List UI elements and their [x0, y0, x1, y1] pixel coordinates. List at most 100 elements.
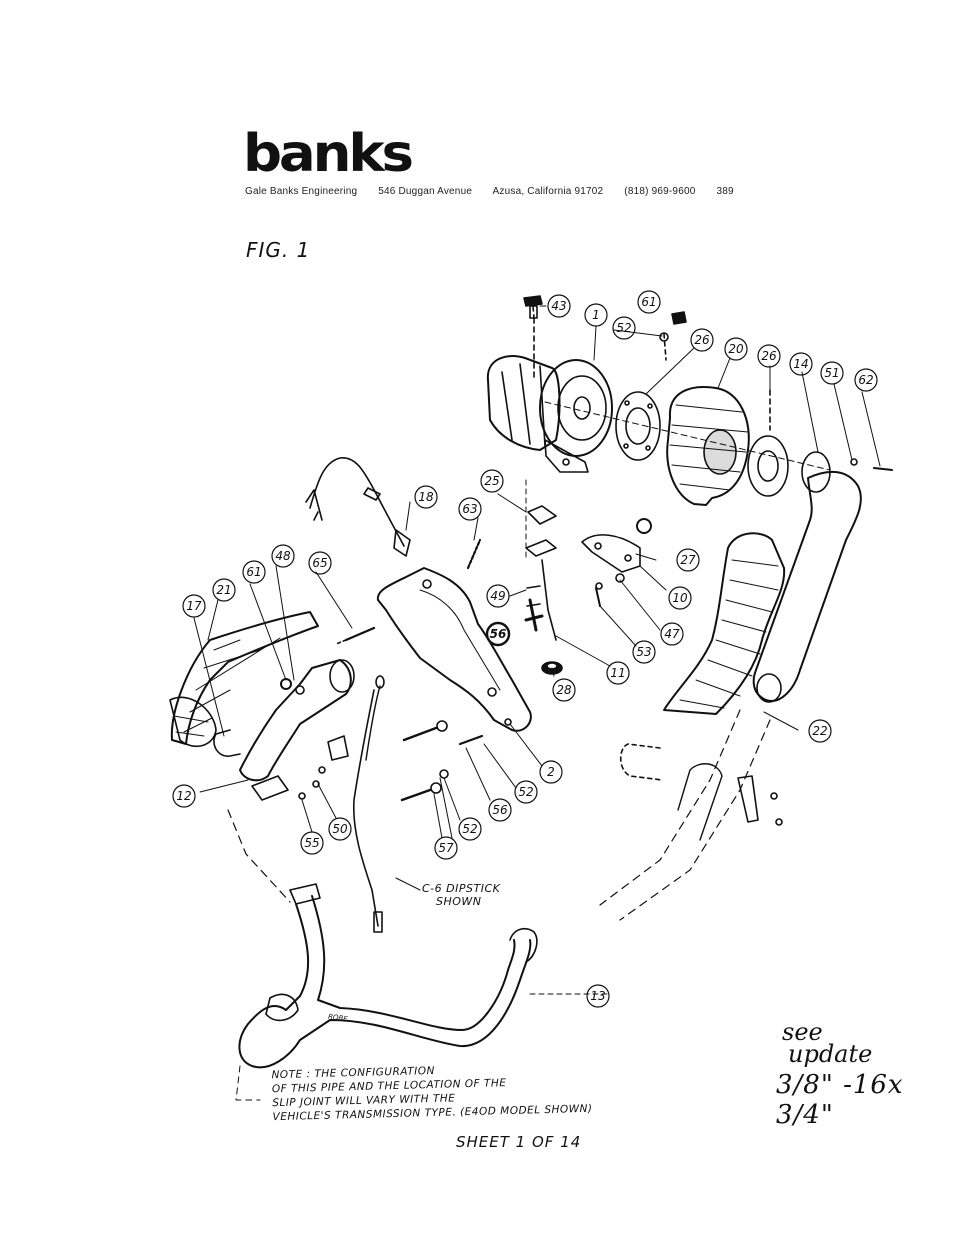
- callout-18-label: 18: [418, 490, 434, 504]
- company-address-line: Gale Banks Engineering 546 Duggan Avenue…: [245, 186, 752, 197]
- company-street: 546 Duggan Avenue: [378, 186, 473, 197]
- exhaust-manifold-2: [376, 567, 532, 732]
- callout-51-label: 51: [824, 366, 839, 380]
- turbocharger: [486, 355, 613, 473]
- dipstick-c6: [352, 675, 421, 933]
- callout-62-label: 62: [858, 373, 873, 387]
- callouts: 43 1 61 52 26 20 26 14 51 62 18 25 63 27…: [172, 290, 878, 1008]
- callout-2-label: 2: [547, 765, 555, 779]
- callout-56a-label: 56: [490, 627, 507, 641]
- company-city: Azusa, California 91702: [492, 186, 604, 197]
- gasket-26-outlet: [747, 389, 789, 497]
- callout-55: 55: [300, 831, 324, 855]
- pipe-12: [239, 659, 355, 801]
- sensor-harness-18: [305, 457, 411, 557]
- callout-22-label: 22: [812, 724, 827, 738]
- callout-61b-label: 61: [246, 565, 261, 579]
- callout-65: 65: [308, 551, 332, 575]
- callout-43: 43: [547, 294, 571, 318]
- callout-50: 50: [328, 817, 352, 841]
- slip-joint-pipe: [677, 763, 723, 841]
- bracket-10: [581, 534, 641, 573]
- fitting-61-top: [659, 311, 687, 361]
- callout-26a-label: 26: [694, 333, 710, 347]
- callout-22: 22: [808, 719, 832, 743]
- callout-63: 63: [458, 497, 482, 521]
- company-phone: (818) 969-9600: [624, 186, 696, 197]
- bolt-row-50-55: [298, 735, 349, 800]
- callout-52b-label: 52: [518, 785, 533, 799]
- nut-right-lower: [775, 818, 783, 826]
- callout-21: 21: [212, 578, 236, 602]
- callout-51: 51: [820, 361, 844, 385]
- callout-13: 13: [586, 984, 610, 1008]
- bolt-53: [595, 582, 603, 607]
- callout-61a: 61: [637, 290, 661, 314]
- stud-63: [466, 538, 482, 570]
- callout-10-label: 10: [672, 591, 688, 605]
- callout-52c: 52: [458, 817, 482, 841]
- callout-57: 57: [434, 836, 458, 860]
- heat-wrap-22: [663, 532, 786, 715]
- callout-49: 49: [486, 584, 510, 608]
- callout-48-label: 48: [275, 549, 291, 563]
- callout-50-label: 50: [332, 822, 348, 836]
- o-ring-27: [636, 518, 652, 534]
- callout-47-label: 47: [664, 627, 680, 641]
- callout-27: 27: [676, 548, 700, 572]
- callout-11-label: 11: [610, 666, 625, 680]
- callout-1-label: 1: [592, 308, 600, 322]
- y-pipe-13: [227, 809, 611, 1101]
- callout-12-label: 12: [176, 789, 191, 803]
- callout-2: 2: [539, 760, 563, 784]
- callout-27-label: 27: [680, 553, 696, 567]
- company-code: 389: [716, 186, 734, 197]
- handwritten-update: update: [788, 1040, 873, 1068]
- oil-drain-25-11: [525, 479, 557, 641]
- bolt-43: [523, 295, 543, 381]
- callout-20-label: 20: [728, 342, 744, 356]
- sheet-number: SHEET 1 OF 14: [456, 1133, 582, 1151]
- callout-10: 10: [668, 586, 692, 610]
- dipstick-annotation-line1: C-6 DIPSTICK: [422, 882, 501, 895]
- callout-52b: 52: [514, 780, 538, 804]
- callout-1: 1: [584, 303, 608, 327]
- callout-61b: 61: [242, 560, 266, 584]
- gasket-26-turbo-inlet: [615, 391, 661, 461]
- callout-56b-label: 56: [492, 803, 508, 817]
- hidden-pipe-outline: [599, 709, 771, 921]
- callout-26b: 26: [757, 344, 781, 368]
- callout-52c-label: 52: [462, 822, 477, 836]
- heat-shield-21: [169, 611, 319, 748]
- callout-26a: 26: [690, 328, 714, 352]
- callout-65-label: 65: [312, 556, 327, 570]
- callout-26b-label: 26: [761, 349, 777, 363]
- callout-25: 25: [480, 469, 504, 493]
- nut-right-upper: [770, 792, 778, 800]
- dipstick-annotation-line2: SHOWN: [436, 895, 482, 908]
- callout-53: 53: [632, 640, 656, 664]
- figure-label: FIG. 1: [246, 238, 311, 262]
- callout-56b: 56: [488, 798, 512, 822]
- callout-49-label: 49: [490, 589, 505, 603]
- callout-62: 62: [854, 368, 878, 392]
- handwritten-see: see: [782, 1018, 823, 1046]
- stud-65: [335, 626, 376, 645]
- callout-52a: 52: [612, 316, 636, 340]
- callout-11: 11: [606, 661, 630, 685]
- callout-61a-label: 61: [641, 295, 656, 309]
- leader-lines: [193, 305, 881, 839]
- callout-48: 48: [271, 544, 295, 568]
- callout-53-label: 53: [636, 645, 651, 659]
- washer-47: [615, 573, 625, 583]
- callout-14-label: 14: [793, 357, 808, 371]
- bolt-56-bold: [524, 598, 544, 632]
- callout-14: 14: [789, 352, 813, 376]
- u-bolt-17: [213, 729, 241, 757]
- callout-47: 47: [660, 622, 684, 646]
- callout-28: 28: [552, 678, 576, 702]
- downpipe-14: [752, 470, 862, 703]
- callout-43-label: 43: [551, 299, 566, 313]
- callout-20: 20: [724, 337, 748, 361]
